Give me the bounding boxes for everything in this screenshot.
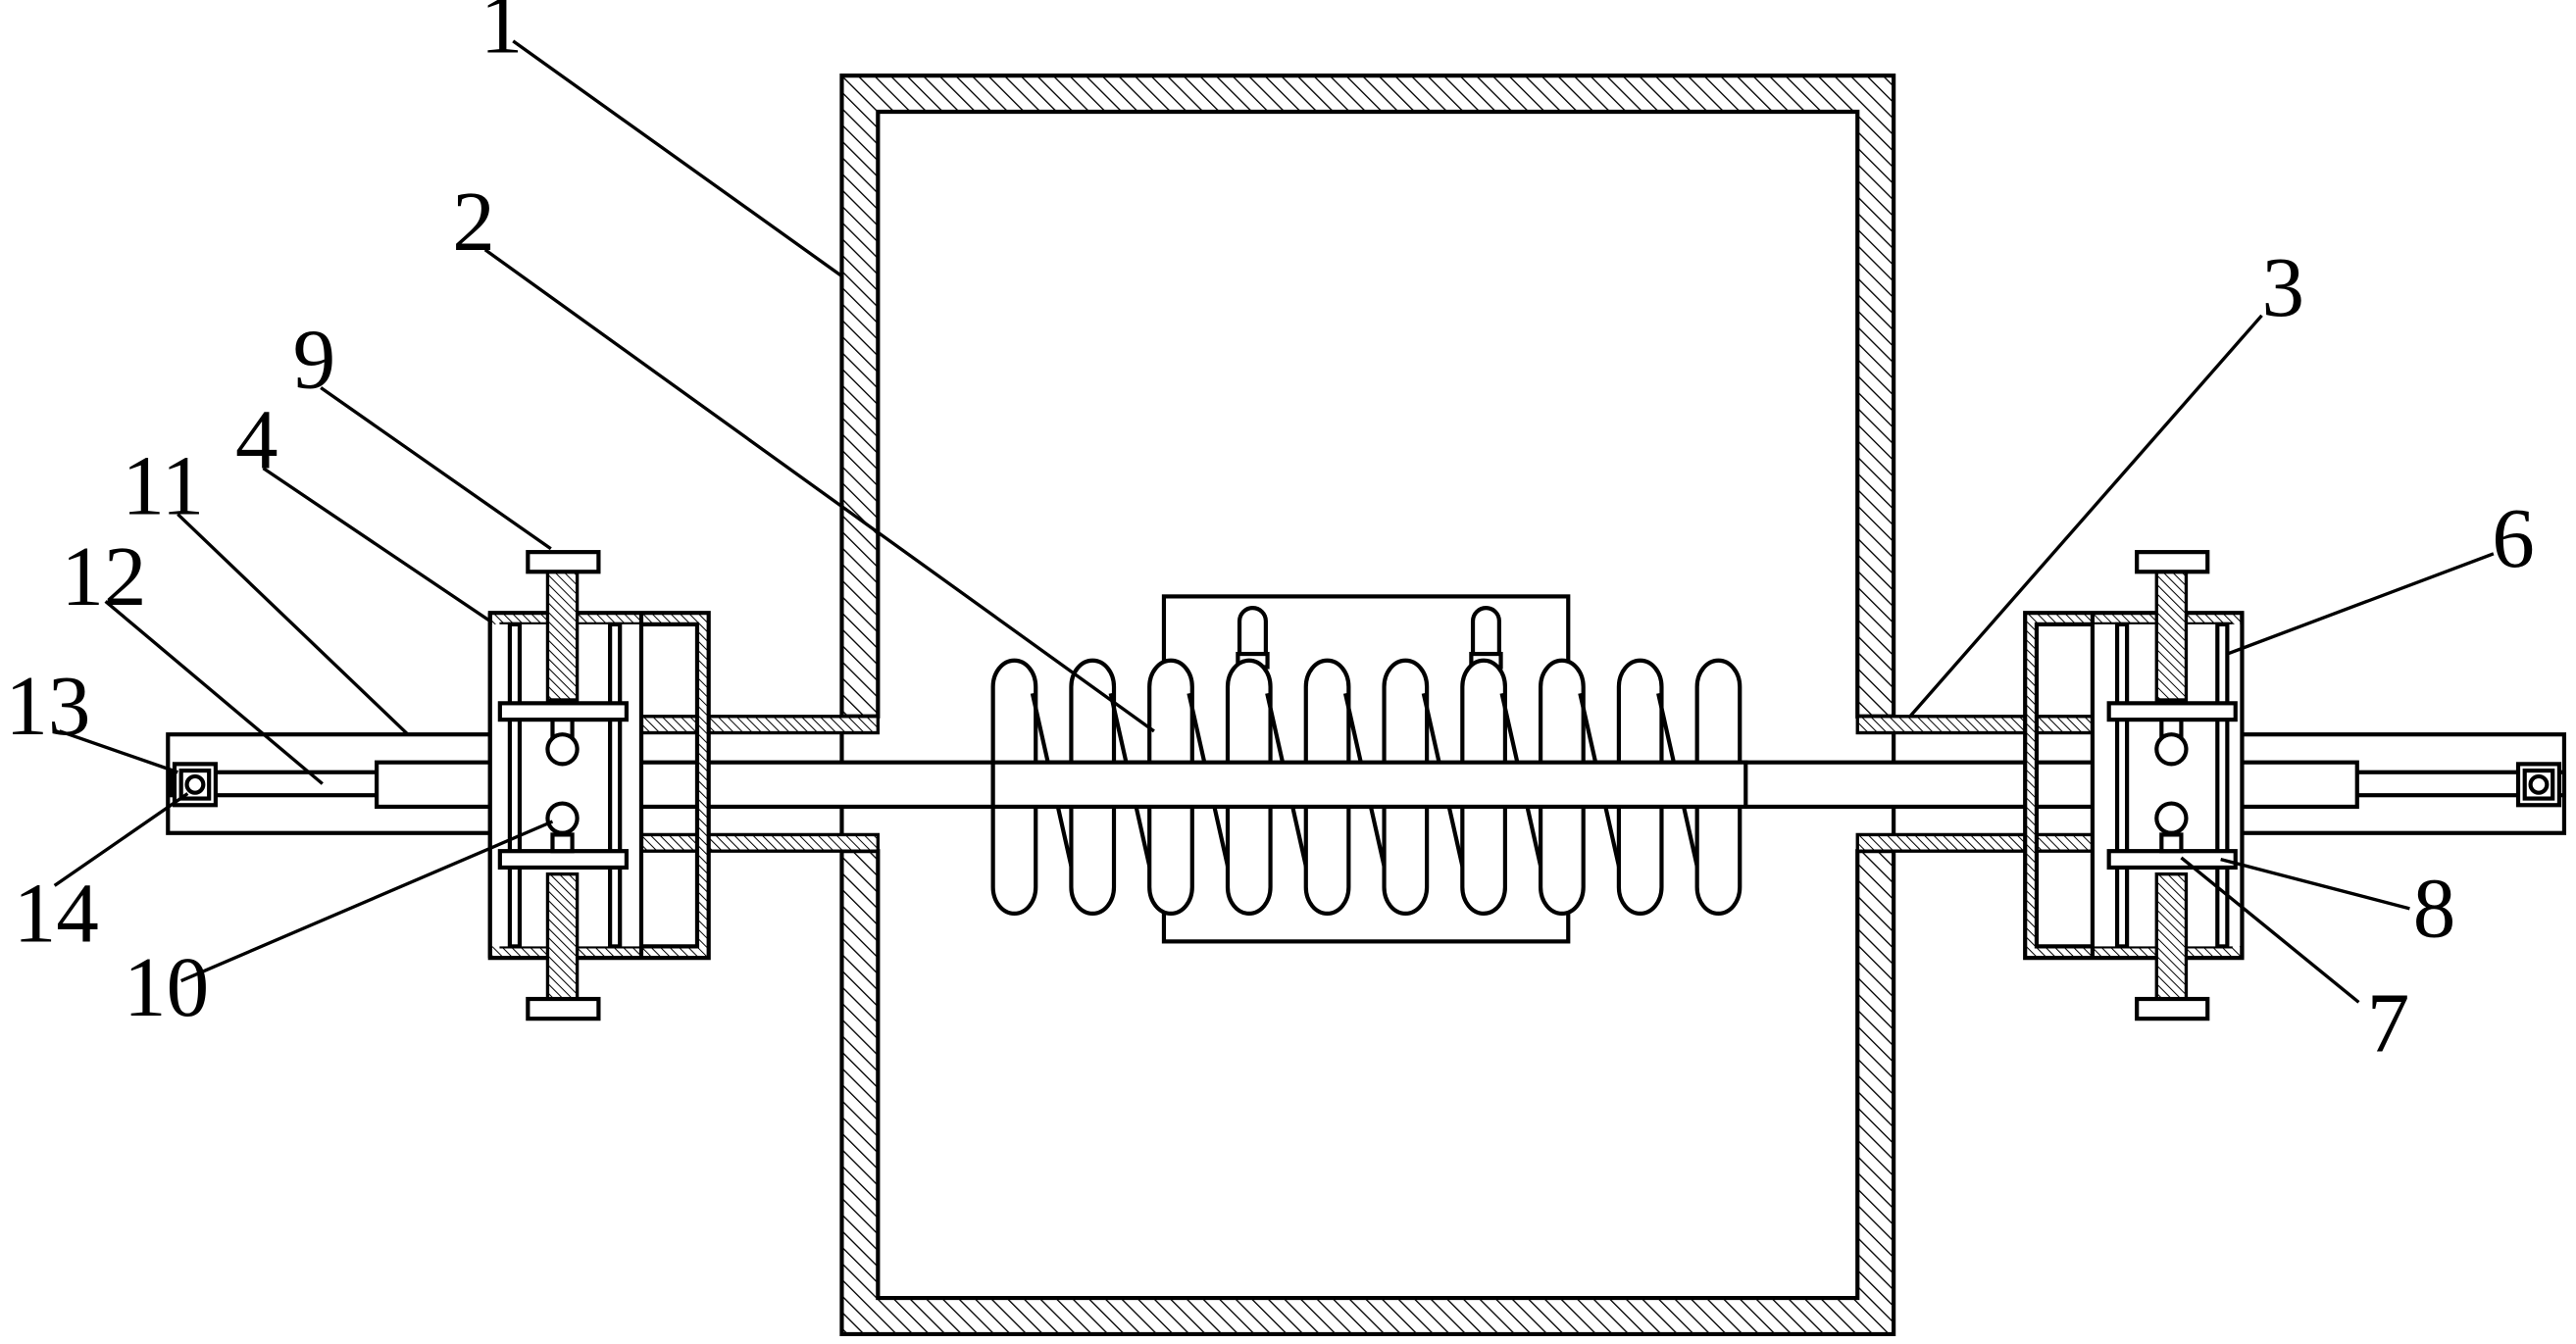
label-13: 13 <box>5 658 90 753</box>
label-8: 8 <box>2413 860 2456 955</box>
spring-assembly <box>993 596 1746 941</box>
label-9: 9 <box>293 312 336 407</box>
label-7: 7 <box>2367 975 2410 1070</box>
label-12: 12 <box>61 528 146 623</box>
label-10: 10 <box>124 939 209 1034</box>
label-14: 14 <box>14 865 99 960</box>
right-end-fitting <box>2518 764 2559 805</box>
label-2: 2 <box>452 174 495 269</box>
label-3: 3 <box>2262 239 2305 334</box>
label-4: 4 <box>235 392 278 487</box>
label-1: 1 <box>480 0 524 72</box>
label-6: 6 <box>2492 490 2535 585</box>
label-11: 11 <box>122 438 204 533</box>
